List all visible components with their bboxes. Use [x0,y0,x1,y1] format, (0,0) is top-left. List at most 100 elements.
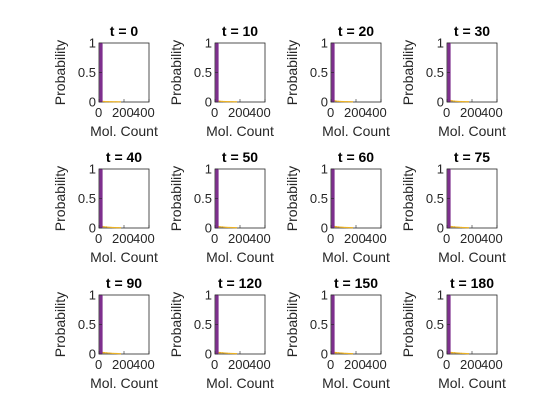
distribution-bar-3-2 [451,100,454,102]
distribution-bar-4-2 [103,226,106,228]
distribution-bar-3-5 [456,100,459,103]
distribution-bar-5-5 [224,226,227,228]
y-tick-label-11-1: 0.5 [426,317,444,332]
distribution-bar-5-11 [235,227,237,229]
y-axis-label-10: Probability [284,292,300,357]
y-tick-label-10-2: 1 [321,288,328,303]
distribution-bar-1-11 [235,101,237,103]
x-axis-label-11: Mol. Count [438,375,506,391]
distribution-bar-3-6 [458,100,461,103]
distribution-bar-10-6 [342,352,345,354]
y-tick-label-2-1: 0.5 [310,65,328,80]
x-axis-label-2: Mol. Count [322,123,390,139]
x-tick-label-3-1: 200 [460,105,482,120]
distribution-bar-8-8 [114,352,116,355]
panel-title-4: t = 40 [106,149,142,165]
distribution-bar-6-6 [342,226,345,228]
y-axis-label-5: Probability [168,166,184,231]
axes-box-5 [214,168,266,229]
distribution-bar-7-8 [462,226,464,229]
distribution-bar-9-9 [231,352,234,355]
panel-title-7: t = 75 [454,149,490,165]
x-tick-label-4-1: 200 [112,231,134,246]
axes-box-7 [446,168,498,229]
distribution-bar-11-10 [465,352,468,355]
y-tick-label-8-1: 0.5 [78,317,96,332]
panel-title-11: t = 180 [450,275,494,291]
distribution-bar-8-6 [110,352,113,354]
distribution-bar-5-7 [228,226,230,229]
distribution-bar-7-3 [453,226,455,228]
distribution-bar-1-4 [223,100,225,103]
distribution-bar-3-3 [453,100,455,102]
distribution-bar-10-9 [347,352,350,355]
distribution-bar-11-1 [449,351,452,354]
x-tick-label-1-1: 200 [228,105,250,120]
distribution-bar-8-9 [115,352,118,355]
x-tick-label-1-2: 400 [249,105,271,120]
distribution-bar-4-6 [110,226,113,229]
distribution-bar-6-2 [335,226,338,228]
distribution-bar-11-6 [458,352,461,354]
axes-box-2 [330,42,382,103]
y-tick-label-4-0: 0 [89,221,96,236]
distribution-bar-0-7 [112,101,114,103]
distribution-bar-8-7 [112,352,114,355]
x-axis-label-9: Mol. Count [206,375,274,391]
x-axis-label-4: Mol. Count [90,249,158,265]
distribution-bar-1-8 [230,101,232,103]
panel-title-10: t = 150 [334,275,378,291]
axes-box-1 [214,42,266,103]
y-axis-label-0: Probability [52,40,68,105]
distribution-bar-0-11 [119,101,121,103]
x-tick-label-0-1: 200 [112,105,134,120]
distribution-bar-0-1 [101,100,104,103]
distribution-bar-0-2 [103,100,106,103]
distribution-bar-6-1 [333,225,336,228]
distribution-bar-1-3 [221,100,223,103]
axes-box-8 [98,294,150,355]
distribution-bar-2-6 [342,100,345,103]
y-tick-label-0-0: 0 [89,95,96,110]
distribution-bar-3-8 [462,101,464,103]
y-tick-label-9-0: 0 [205,347,212,362]
distribution-bar-4-1 [101,225,104,228]
distribution-bar-5-1 [217,225,220,228]
distribution-bar-1-6 [226,101,229,103]
axes-box-0 [98,42,150,103]
distribution-bar-2-1 [333,100,336,102]
distribution-bar-6-8 [346,226,348,229]
distribution-bar-3-11 [467,101,469,103]
y-tick-label-6-0: 0 [321,221,328,236]
distribution-bar-5-8 [230,226,232,229]
distribution-bar-8-4 [107,352,109,354]
distribution-bar-4-4 [107,226,109,228]
distribution-bar-4-3 [105,226,107,228]
distribution-bar-10-1 [333,351,336,354]
distribution-bar-7-10 [465,227,468,229]
distribution-bar-0-9 [115,101,118,103]
distribution-bar-5-9 [231,226,234,229]
x-tick-label-8-1: 200 [112,357,134,372]
y-tick-label-4-1: 0.5 [78,191,96,206]
y-tick-label-5-1: 0.5 [194,191,212,206]
panel-title-6: t = 60 [338,149,374,165]
axes-box-3 [446,42,498,103]
distribution-bar-8-11 [119,353,121,355]
distribution-bar-10-2 [335,351,338,354]
distribution-bar-10-5 [340,352,343,354]
distribution-bar-2-3 [337,100,339,102]
y-tick-label-10-1: 0.5 [310,317,328,332]
x-tick-label-10-1: 200 [344,357,366,372]
x-tick-label-0-2: 400 [133,105,155,120]
distribution-bar-7-4 [455,226,457,228]
axes-box-6 [330,168,382,229]
y-tick-label-7-1: 0.5 [426,191,444,206]
y-tick-label-4-2: 1 [89,162,96,177]
x-tick-label-8-2: 400 [133,357,155,372]
distribution-bar-4-5 [108,226,111,228]
distribution-bar-9-3 [221,352,223,354]
y-axis-label-6: Probability [284,166,300,231]
distribution-bar-9-8 [230,352,232,355]
x-tick-label-2-2: 400 [365,105,387,120]
